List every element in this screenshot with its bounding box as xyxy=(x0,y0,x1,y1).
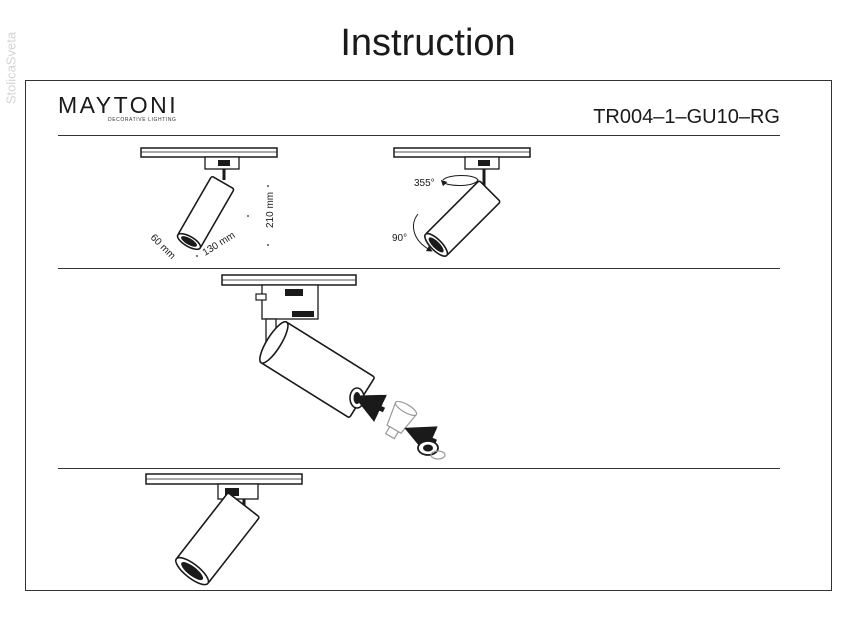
rotation-horizontal-label: 355° xyxy=(414,178,435,189)
rotate-arrow-icon xyxy=(413,213,433,252)
dimension-width-label: 60 mm xyxy=(148,232,177,261)
spotlight-icon xyxy=(175,492,260,586)
section-divider xyxy=(58,268,780,269)
track-rail-icon xyxy=(140,147,278,158)
model-number: TR004–1–GU10–RG xyxy=(593,106,780,128)
track-rail-icon xyxy=(393,147,531,158)
cover-ring-icon xyxy=(349,387,365,409)
spotlight-icon xyxy=(176,175,235,251)
track-adapter-icon xyxy=(464,156,500,170)
page-title: Instruction xyxy=(340,22,516,64)
rotate-arrow-icon xyxy=(440,175,479,187)
instruction-frame xyxy=(25,80,832,591)
dimensions-diagram xyxy=(140,147,278,251)
lamp-installation-diagram xyxy=(221,274,446,460)
brand-logo: MAYTONI DECORATIVE LIGHTING xyxy=(58,92,178,123)
track-rail-icon xyxy=(221,274,357,286)
brand-tagline: DECORATIVE LIGHTING xyxy=(108,117,177,123)
insert-arrow-icon xyxy=(404,426,438,454)
assembled-diagram xyxy=(145,473,303,586)
spotlight-icon xyxy=(424,180,501,257)
track-adapter-icon xyxy=(255,284,319,320)
cover-ring-icon xyxy=(417,440,446,460)
brand-name: MAYTONI xyxy=(58,92,179,118)
rotation-vertical-label: 90° xyxy=(392,233,407,244)
track-adapter-icon xyxy=(204,156,240,170)
dimension-height-label: 210 mm xyxy=(265,192,276,228)
track-rail-icon xyxy=(145,473,303,485)
insert-arrow-icon xyxy=(353,394,387,422)
section-divider xyxy=(58,135,780,136)
section-divider xyxy=(58,468,780,469)
rotation-diagram xyxy=(393,147,531,257)
gu10-lamp-icon xyxy=(384,400,418,440)
